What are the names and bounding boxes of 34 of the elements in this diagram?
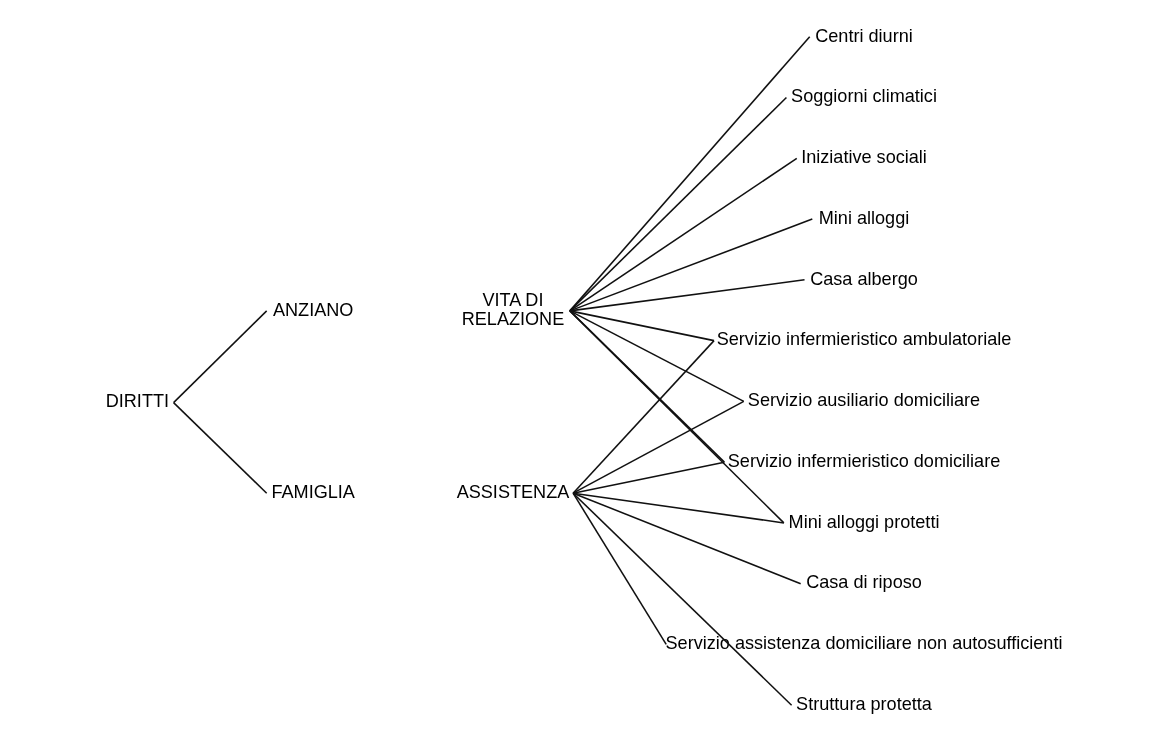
connector	[569, 310, 726, 463]
node-text: Servizio infermieristico domiciliare	[727, 450, 1001, 471]
node-text: FAMIGLIA	[271, 481, 355, 502]
node-text: ASSISTENZA	[456, 481, 570, 502]
connector	[572, 492, 802, 585]
connector	[572, 461, 726, 494]
node-text: Mini alloggi	[818, 207, 910, 228]
node-text: ANZIANO	[273, 299, 354, 320]
node-text: Centri diurni	[815, 25, 913, 46]
connector	[569, 218, 814, 312]
node-text: Servizio ausiliario domiciliare	[747, 390, 981, 411]
node-text: Soggiorni climatici	[791, 86, 937, 107]
node-text: Casa albergo	[810, 268, 918, 289]
node-text: Iniziative sociali	[801, 147, 927, 168]
connector	[172, 310, 268, 404]
node-text: Casa di riposo	[806, 572, 922, 593]
connector	[572, 339, 715, 494]
connector	[569, 310, 715, 342]
node-text: Mini alloggi protetti	[788, 511, 940, 532]
connector	[572, 492, 793, 706]
connector	[569, 36, 811, 312]
connector	[569, 96, 788, 312]
node-text: VITA DI RELAZIONE	[461, 289, 565, 330]
connector	[569, 310, 785, 524]
node-text: Servizio infermieristico ambulatoriale	[716, 329, 1012, 350]
connector	[572, 492, 785, 524]
connector	[569, 310, 745, 403]
connector	[572, 400, 745, 494]
connector	[172, 401, 268, 494]
node-text: Struttura protetta	[796, 694, 932, 715]
connector	[569, 279, 806, 312]
node-text: DIRITTI	[105, 391, 170, 412]
connector	[569, 157, 798, 312]
node-text: Servizio assistenza domiciliare non autosufficienti	[665, 633, 1063, 654]
